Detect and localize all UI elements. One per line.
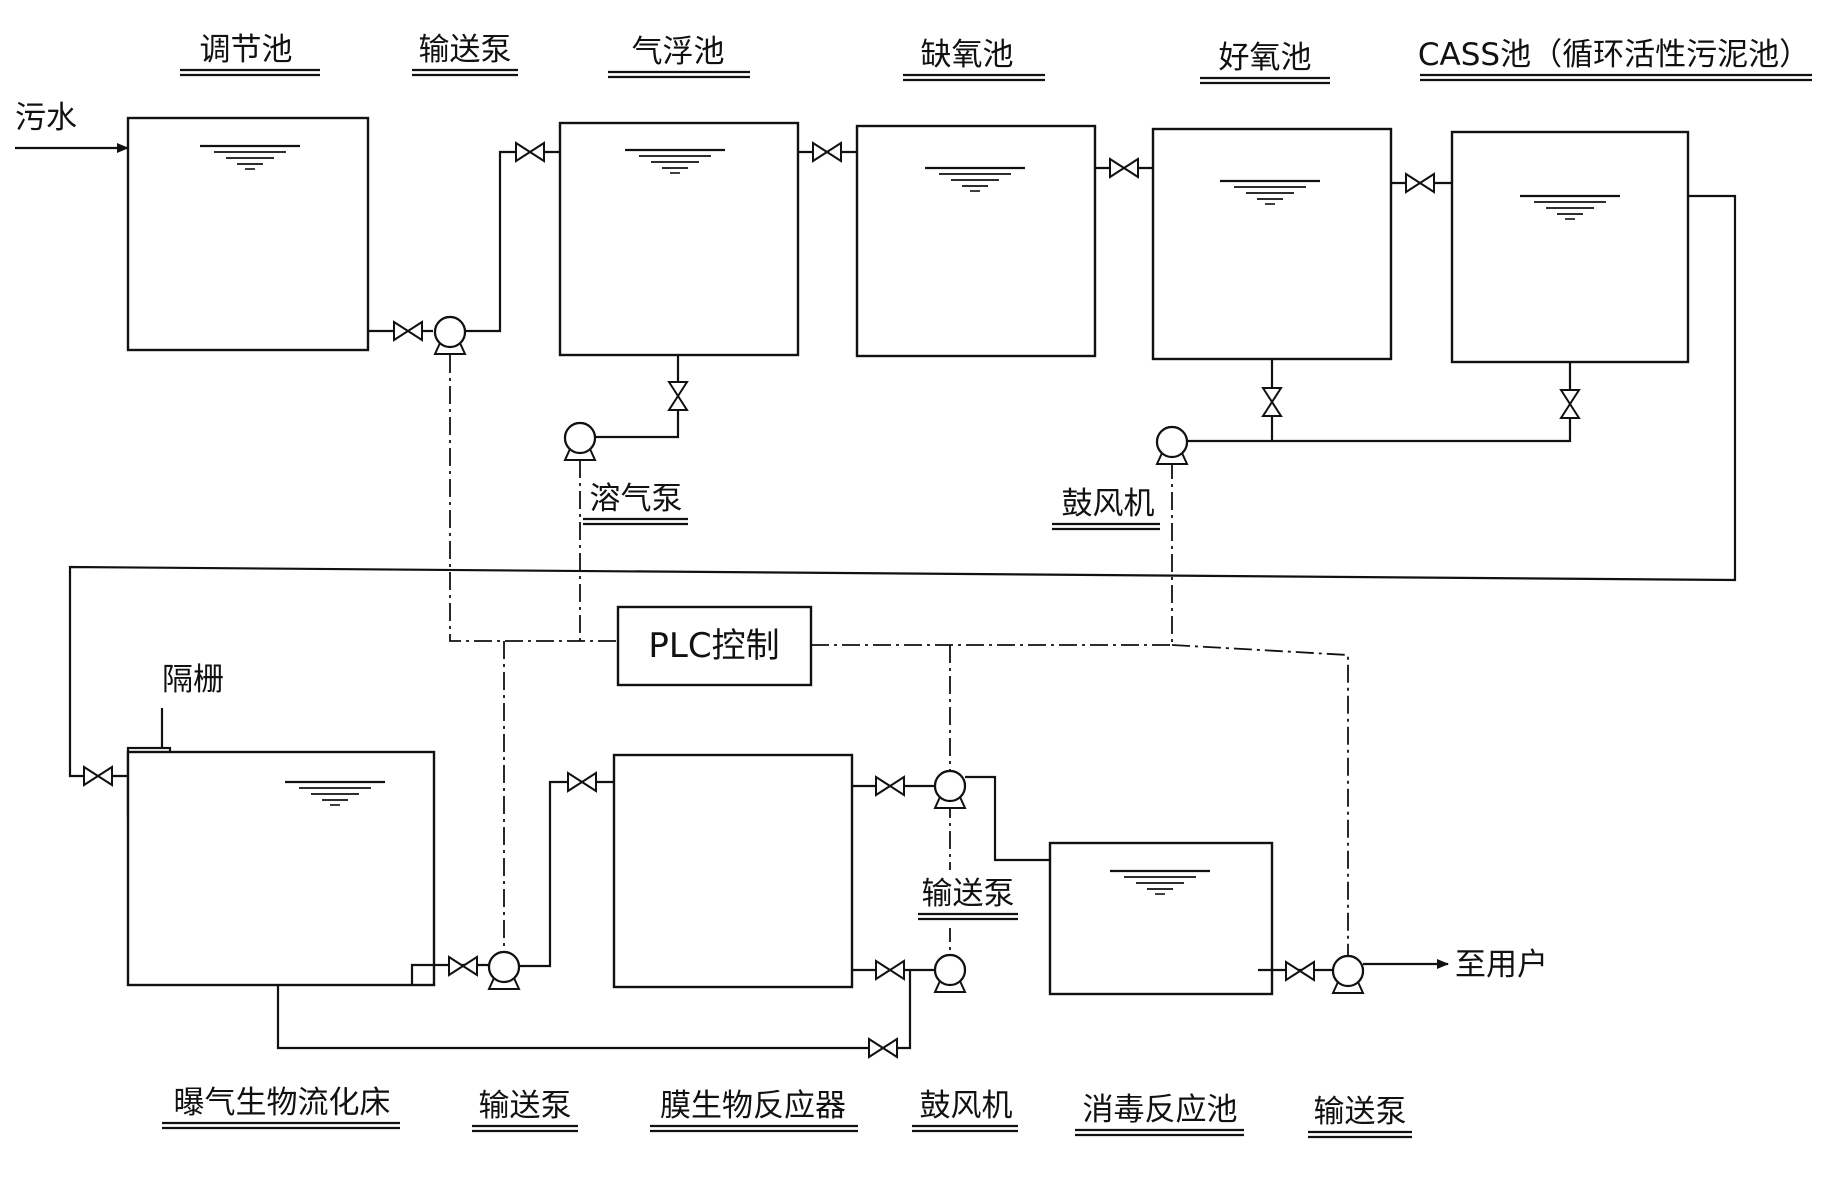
label-transfer-pump-mid: 输送泵 <box>922 876 1015 912</box>
valve-icon <box>1405 173 1435 193</box>
label-transfer-pump-3: 输送泵 <box>1314 1094 1407 1130</box>
bottom-tanks <box>126 750 1274 996</box>
inlet-label: 污水 <box>15 100 77 136</box>
equalization-tank <box>126 116 370 352</box>
plc-label: PLC控制 <box>648 626 779 666</box>
valve-icon <box>393 321 423 341</box>
valve-icon <box>83 766 113 786</box>
dissolved-air-pump-icon <box>563 421 597 462</box>
valve-icon <box>1109 158 1139 178</box>
inlet: 污水 <box>15 100 129 153</box>
valve-icon <box>875 776 905 796</box>
membrane-bioreactor <box>612 753 854 989</box>
top-tanks <box>126 116 1690 364</box>
bottom-labels: 曝气生物流化床 输送泵 膜生物反应器 鼓风机 消毒反应池 输送泵 <box>162 1085 1412 1139</box>
valve-icon <box>812 142 842 162</box>
anoxic-tank <box>855 124 1097 358</box>
disinfection-tank <box>1048 841 1274 996</box>
valve-icon <box>868 1038 898 1058</box>
blower-icon <box>1155 425 1189 466</box>
valve-icon <box>448 956 478 976</box>
valve-icon <box>1560 389 1580 419</box>
label-cass-tank: CASS池（循环活性污泥池） <box>1418 37 1810 73</box>
pump-icon <box>433 315 467 356</box>
label-aerobic-tank: 好氧池 <box>1219 40 1312 76</box>
valve-icon <box>1262 387 1282 417</box>
mid-labels: 溶气泵 鼓风机 <box>583 481 1160 531</box>
label-blower-top: 鼓风机 <box>1062 486 1155 522</box>
valve-icon <box>668 381 688 411</box>
valve-icon <box>1285 961 1315 981</box>
pump-icon <box>1331 954 1365 995</box>
valve-icon <box>567 772 597 792</box>
label-disinfection-tank: 消毒反应池 <box>1083 1092 1238 1128</box>
label-equalization-tank: 调节池 <box>200 32 293 68</box>
cass-tank <box>1450 130 1690 364</box>
outlet-label: 至用户 <box>1455 947 1548 983</box>
plc-box <box>616 605 813 687</box>
pump-icon <box>933 769 967 810</box>
top-labels: 调节池 输送泵 气浮池 缺氧池 好氧池 CASS池（循环活性污泥池） <box>180 32 1812 85</box>
plc-control: PLC控制 <box>616 605 813 687</box>
flotation-tank <box>558 121 800 357</box>
aerobic-tank <box>1151 127 1393 361</box>
valve-icon <box>875 960 905 980</box>
screen-label: 隔栅 <box>162 662 224 698</box>
blower-icon <box>933 953 967 994</box>
label-dissolved-air-pump: 溶气泵 <box>590 481 683 517</box>
label-fluidized-bed: 曝气生物流化床 <box>174 1085 391 1121</box>
label-anoxic-tank: 缺氧池 <box>921 37 1014 73</box>
label-mbr: 膜生物反应器 <box>660 1088 846 1124</box>
transfer-pump-mid: 输送泵 <box>915 870 1018 928</box>
top-piping <box>68 142 1737 786</box>
pump-icon <box>487 950 521 991</box>
label-transfer-pump-2: 输送泵 <box>479 1088 572 1124</box>
label-blower-bottom: 鼓风机 <box>920 1088 1013 1124</box>
bottom-piping: 至用户 <box>276 769 1548 1058</box>
label-transfer-pump-1: 输送泵 <box>419 32 512 68</box>
valve-icon <box>515 142 545 162</box>
aerated-biological-fluidized-bed <box>126 750 436 987</box>
label-flotation-tank: 气浮池 <box>632 34 725 70</box>
